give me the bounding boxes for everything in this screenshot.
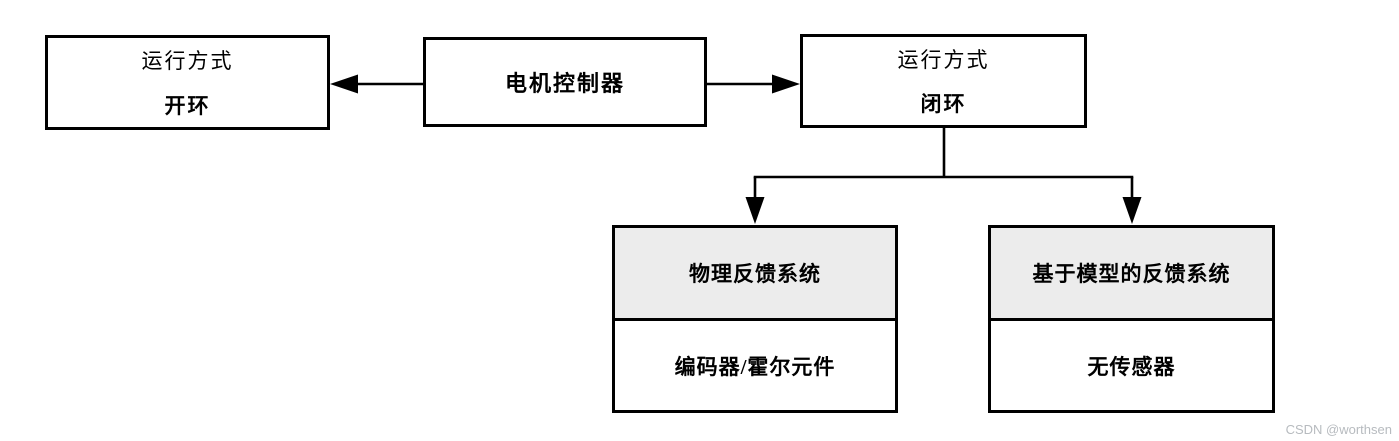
model-based-feedback-header: 基于模型的反馈系统 (991, 228, 1272, 321)
motor-controller-label: 电机控制器 (504, 71, 625, 96)
physical-feedback-header: 物理反馈系统 (615, 228, 895, 321)
motor-controller-box: 电机控制器 (423, 37, 707, 127)
open-loop-mode-box: 运行方式 开环 (45, 35, 330, 130)
model-based-feedback-box: 基于模型的反馈系统 无传感器 (988, 225, 1275, 413)
open-loop-mode-value: 开环 (164, 93, 211, 118)
closed-loop-mode-title: 运行方式 (897, 48, 990, 72)
physical-feedback-body: 编码器/霍尔元件 (615, 321, 895, 410)
model-based-feedback-body: 无传感器 (991, 321, 1272, 410)
closed-loop-mode-value: 闭环 (920, 92, 967, 116)
physical-feedback-box: 物理反馈系统 编码器/霍尔元件 (612, 225, 898, 413)
open-loop-mode-title: 运行方式 (141, 49, 234, 74)
csdn-watermark: CSDN @worthsen (1285, 422, 1392, 437)
closed-loop-mode-box: 运行方式 闭环 (800, 34, 1087, 128)
